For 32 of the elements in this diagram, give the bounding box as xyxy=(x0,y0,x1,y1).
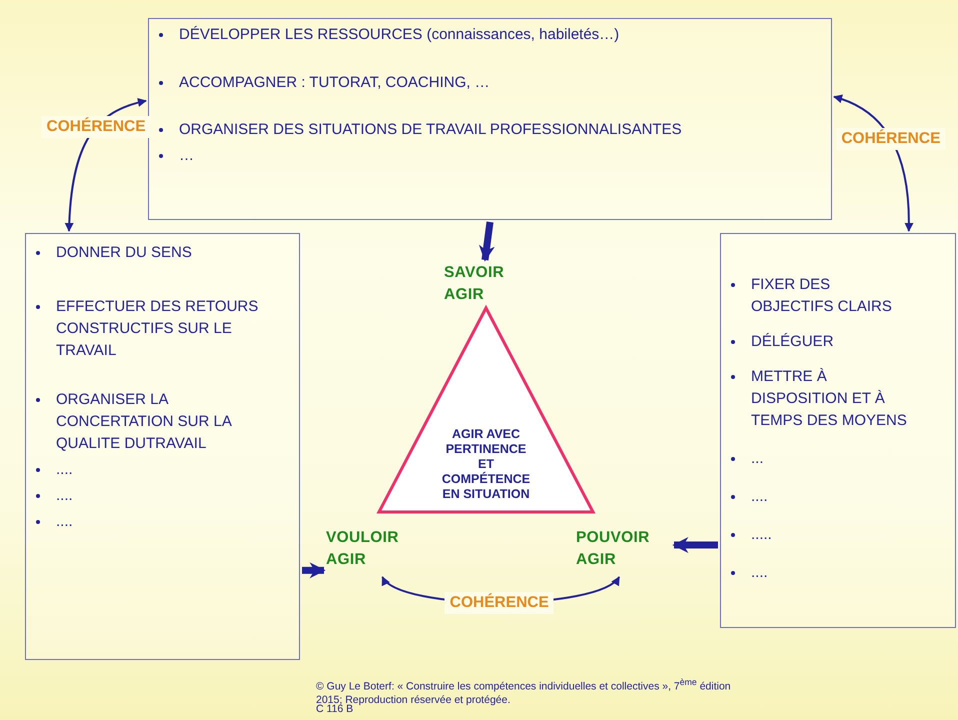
concept-label: SAVOIR AGIR xyxy=(444,262,526,308)
bullet-text: ACCOMPAGNER : TUTORAT, COACHING, … xyxy=(179,73,490,93)
bullet-text: FIXER DES OBJECTIFS CLAIRS xyxy=(751,275,893,317)
bullet-text: METTRE À DISPOSITION ET À TEMPS DES MOYENS xyxy=(751,367,908,431)
bullet-text: .... xyxy=(751,563,768,583)
bullet-text: … xyxy=(179,146,194,166)
thick-arrow xyxy=(672,537,718,554)
bullet-text: DÉVELOPPER LES RESSOURCES (connaissances, habiletés…) xyxy=(179,25,620,45)
bullet-text: ... xyxy=(751,449,764,469)
bullet-text: .... xyxy=(751,487,768,507)
bullet-text: .... xyxy=(56,486,73,506)
bullet-text: ORGANISER DES SITUATIONS DE TRAVAIL PROFESSIONNALISANTES xyxy=(179,120,682,140)
text-box xyxy=(720,233,956,628)
bullet-text: .... xyxy=(56,512,73,532)
triangle-text: AGIR AVEC PERTINENCE ET COMPÉTENCE EN SITUATION xyxy=(440,427,532,502)
edge-label: COHÉRENCE xyxy=(42,116,151,138)
bullet-text: .... xyxy=(56,460,73,480)
bullet-text: EFFECTUER DES RETOURS CONSTRUCTIFS SUR LE TRAVAIL xyxy=(56,297,260,361)
bullet-text: DONNER DU SENS xyxy=(56,243,192,263)
bullet-text: ORGANISER LA CONCERTATION SUR LA QUALITE DUTRAVAIL xyxy=(56,390,233,454)
thick-arrow xyxy=(302,562,326,578)
bullet-text: DÉLÉGUER xyxy=(751,332,834,352)
edge-label: COHÉRENCE xyxy=(444,592,554,614)
caption: © Guy Le Boterf: « Construire les compétences individuelles et collectives », 7$^{ème}$ édition 2015; Reproduction réservée et protégée. xyxy=(316,676,732,706)
reference-code: C 116 B xyxy=(316,703,354,716)
concept-label: VOULOIR AGIR xyxy=(326,527,420,573)
concept-label: POUVOIR AGIR xyxy=(576,527,672,573)
thick-arrow xyxy=(478,222,495,262)
text-box xyxy=(25,233,300,660)
edge-label: COHÉRENCE xyxy=(836,128,946,150)
bullet-text: ..... xyxy=(751,525,772,545)
text-box xyxy=(148,18,832,220)
